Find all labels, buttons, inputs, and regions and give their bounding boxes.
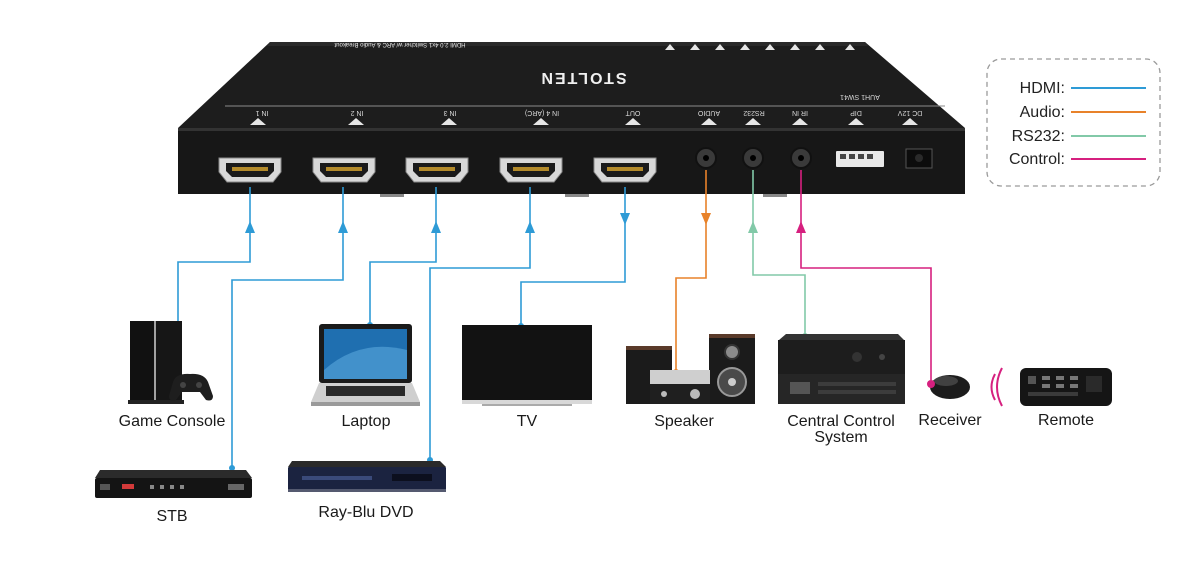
hdmi-port-in4[interactable]: [499, 157, 563, 183]
top-buttons[interactable]: [665, 44, 855, 50]
ir-in-jack[interactable]: [790, 147, 812, 169]
hdmi-line-game-console: [177, 187, 251, 325]
port-label-in1: IN 1: [255, 109, 268, 116]
ir-receiver-icon: [927, 375, 970, 399]
port-label-in2: IN 2: [350, 109, 363, 116]
hdmi-port-out[interactable]: [593, 157, 657, 183]
port-label-rs232: RS232: [743, 109, 765, 116]
legend-label-control: Control:: [1009, 151, 1065, 168]
legend: HDMI: Audio: RS232: Control:: [986, 58, 1161, 187]
dc-power-jack[interactable]: [905, 148, 933, 169]
bluray-player-icon: [288, 461, 446, 492]
stb-icon: [95, 470, 252, 498]
hdmi-line-bluray: [429, 187, 531, 460]
label-central-control-line2: System: [814, 429, 867, 446]
dip-switch[interactable]: [836, 151, 884, 167]
port-label-in3: IN 3: [443, 109, 456, 116]
legend-label-rs232: RS232:: [1012, 128, 1065, 145]
audio-line-speaker: [675, 170, 707, 372]
port-label-out: OUT: [625, 109, 641, 116]
control-line-receiver: [800, 170, 932, 380]
device-model: AUH1 SW41: [840, 93, 880, 100]
hdmi-line-stb: [231, 187, 344, 468]
label-remote: Remote: [1038, 412, 1094, 429]
legend-item-control: Control:: [1009, 151, 1146, 168]
port-label-dc: DC 12V: [897, 109, 922, 116]
speaker-icon: [626, 334, 755, 404]
label-stb: STB: [156, 508, 187, 525]
port-label-in4: IN 4 (ARC): [525, 109, 559, 116]
hdmi-line-tv: [520, 187, 626, 326]
hdmi-port-in3[interactable]: [405, 157, 469, 183]
port-label-dip: DIP: [850, 109, 862, 116]
label-tv: TV: [517, 413, 538, 430]
hdmi-line-laptop: [369, 187, 437, 325]
label-receiver: Receiver: [918, 412, 982, 429]
label-speaker: Speaker: [654, 413, 714, 430]
tv-icon: [462, 325, 592, 406]
rs232-jack[interactable]: [742, 147, 764, 169]
ir-signal-icon: [990, 367, 1003, 407]
switcher-device: STOLTEN AUH1 SW41 HDMI 2.0 4x1 Switcher …: [178, 41, 965, 197]
laptop-icon: [311, 324, 420, 406]
legend-label-audio: Audio:: [1020, 104, 1065, 121]
port-labels: IN 1 IN 2 IN 3 IN 4 (ARC) OUT AUDIO RS23…: [255, 109, 922, 116]
legend-item-rs232: RS232:: [1012, 128, 1146, 145]
label-laptop: Laptop: [342, 413, 391, 430]
device-brand: STOLTEN: [539, 69, 626, 86]
device-caption: HDMI 2.0 4x1 Switcher w/ ARC & Audio Bre…: [334, 41, 465, 47]
port-label-audio: AUDIO: [697, 109, 720, 116]
port-label-irin: IR IN: [792, 109, 808, 116]
legend-item-audio: Audio:: [1020, 104, 1146, 121]
central-control-system-icon: [778, 334, 905, 404]
label-bluray: Ray-Blu DVD: [318, 504, 413, 521]
legend-item-hdmi: HDMI:: [1020, 80, 1146, 97]
remote-control-icon: [1020, 368, 1112, 406]
control-connection: [796, 170, 932, 380]
audio-connection: [673, 170, 711, 375]
hdmi-port-in2[interactable]: [312, 157, 376, 183]
label-central-control-line1: Central Control: [787, 413, 895, 430]
label-game-console: Game Console: [119, 413, 226, 430]
audio-jack[interactable]: [695, 147, 717, 169]
legend-label-hdmi: HDMI:: [1020, 80, 1065, 97]
port-label-markers: [250, 118, 918, 125]
hdmi-port-in1[interactable]: [218, 157, 282, 183]
game-console-icon: [128, 321, 213, 404]
